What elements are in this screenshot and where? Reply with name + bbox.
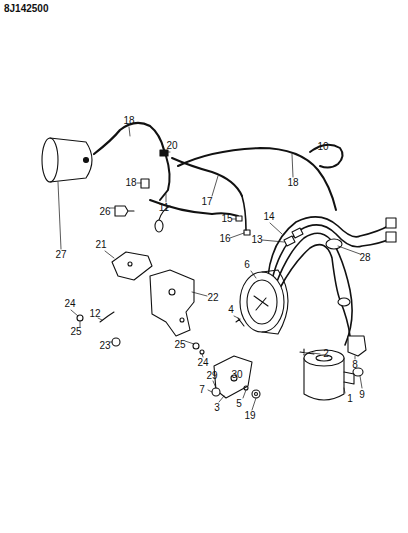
callout-number: 11 [159,203,169,213]
callout-number: 18 [287,178,298,188]
sender-unit [304,350,354,400]
figure-id: 8J142500 [4,4,49,14]
horn-cup [42,138,92,182]
callout-number: 21 [95,240,106,250]
callout-number: 5 [236,399,242,409]
callout-number: 17 [201,197,212,207]
callout-number: 15 [221,214,232,224]
callout-number: 18 [125,178,136,188]
callout-number: 3 [214,403,220,413]
callout-number: 1 [347,394,353,404]
callout-number: 4 [228,305,234,315]
callout-number: 29 [206,371,217,381]
callout-number: 12 [89,309,100,319]
callout-number: 25 [70,327,81,337]
callout-number: 23 [99,341,110,351]
callout-number: 20 [166,141,177,151]
callout-number: 26 [99,207,110,217]
callout-number: 9 [359,390,365,400]
callout-number: 24 [197,358,208,368]
callout-number: 6 [244,260,250,270]
terminal [141,179,149,188]
wire [94,123,164,154]
callout-number: 25 [174,340,185,350]
callout-number: 18 [123,116,134,126]
callout-number: 2 [323,349,329,359]
callout-number: 7 [199,385,205,395]
callout-number: 22 [207,293,218,303]
bracket [150,270,194,336]
callout-number: 30 [231,370,242,380]
callout-number: 10 [317,142,328,152]
callout-number: 19 [244,411,255,421]
callout-number: 27 [55,250,66,260]
callout-number: 14 [263,212,274,222]
callout-number: 13 [251,235,262,245]
grommet [112,338,120,346]
eyelet [155,220,163,232]
callout-number: 8 [352,360,358,370]
bracket [112,252,152,280]
plug [115,206,134,216]
connector-plug [348,336,366,356]
callout-number: 16 [219,234,230,244]
callout-number: 24 [64,299,75,309]
callout-number: 28 [359,253,370,263]
gauge [240,270,288,334]
